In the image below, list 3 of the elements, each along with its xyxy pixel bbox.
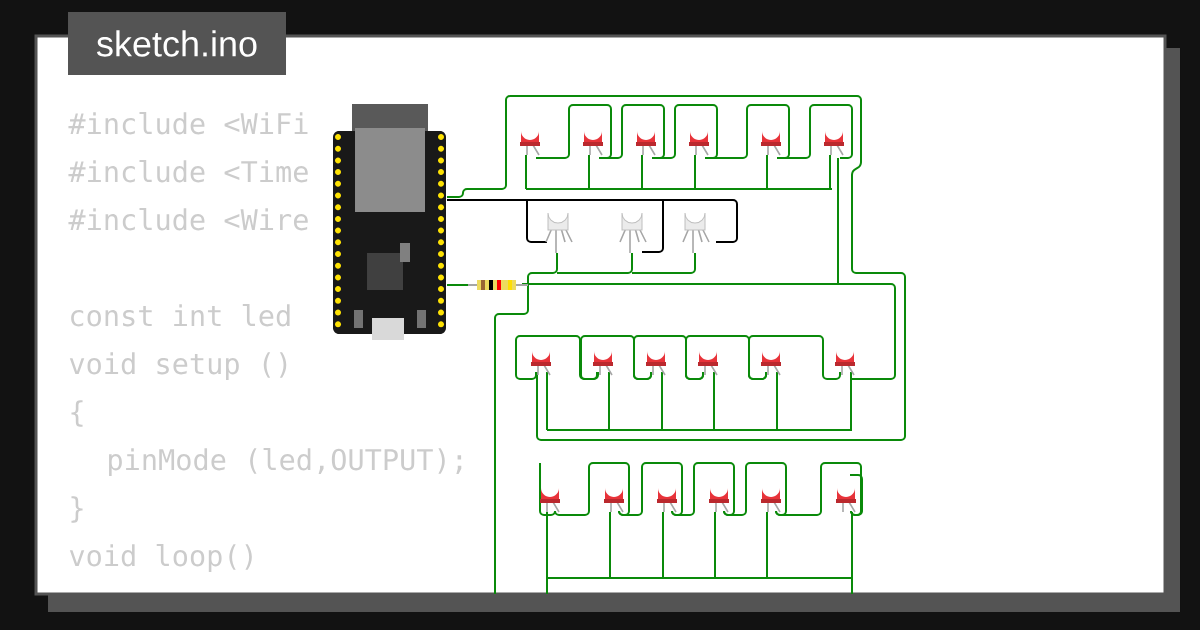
tab-label: sketch.ino — [68, 12, 286, 75]
code-line: { — [71, 400, 83, 427]
code-line: } — [71, 496, 83, 523]
